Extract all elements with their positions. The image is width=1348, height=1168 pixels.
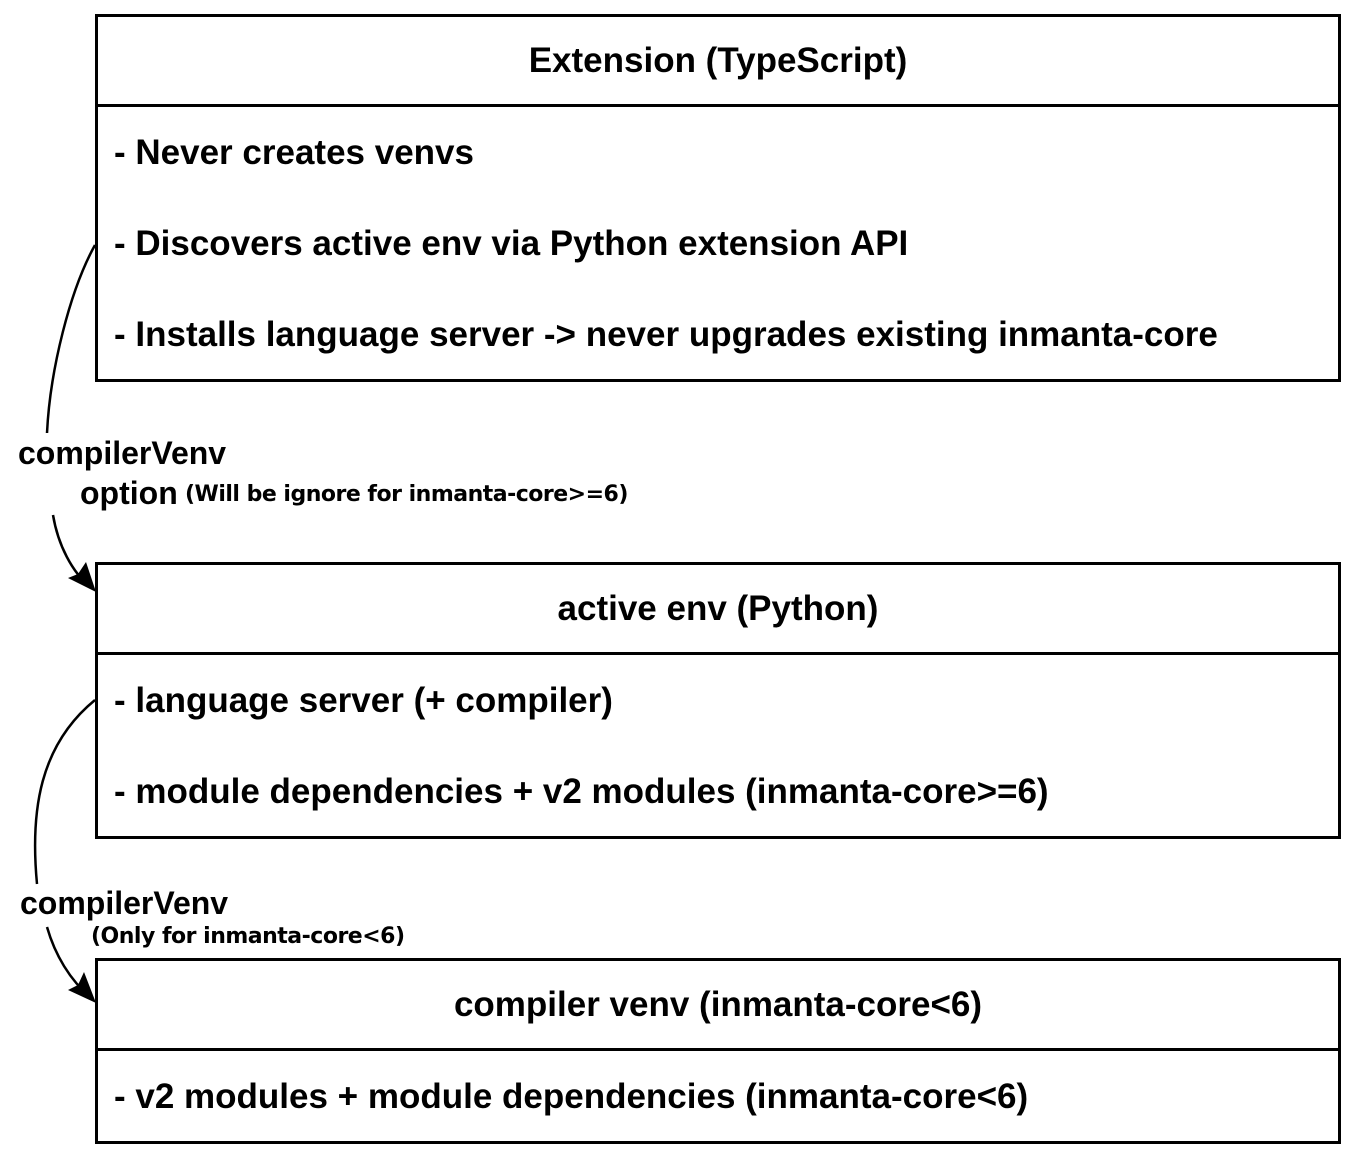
edge-2-note: (Only for inmanta-core<6)	[91, 924, 405, 949]
active-env-box: active env (Python) - language server (+…	[95, 562, 1341, 839]
edge-1-label-line1: compilerVenv	[18, 435, 227, 471]
edge-2-label-line1: compilerVenv	[20, 885, 229, 921]
extension-line-1: - Never creates venvs	[114, 133, 474, 172]
compiler-venv-box-body: - v2 modules + module dependencies (inma…	[98, 1051, 1338, 1142]
active-env-line-1: - language server (+ compiler)	[114, 681, 613, 720]
extension-box-title: Extension (TypeScript)	[98, 17, 1338, 107]
edge-1-label-line2: option	[80, 475, 178, 511]
compiler-venv-box: compiler venv (inmanta-core<6) - v2 modu…	[95, 958, 1341, 1144]
compiler-venv-line-1: - v2 modules + module dependencies (inma…	[114, 1077, 1029, 1116]
extension-line-3: - Installs language server -> never upgr…	[114, 315, 1218, 354]
extension-box: Extension (TypeScript) - Never creates v…	[95, 14, 1341, 382]
extension-line-2: - Discovers active env via Python extens…	[114, 224, 909, 263]
edge-extension-to-active-upper	[45, 244, 97, 434]
edge-1-note: (Will be ignore for inmanta-core>=6)	[185, 482, 628, 507]
active-env-box-title: active env (Python)	[98, 565, 1338, 655]
active-env-line-2: - module dependencies + v2 modules (inma…	[114, 772, 1049, 811]
extension-box-body: - Never creates venvs - Discovers active…	[98, 107, 1338, 380]
arrowhead-compiler-icon	[68, 972, 96, 1003]
active-env-box-body: - language server (+ compiler) - module …	[98, 655, 1338, 837]
arrowhead-active-icon	[68, 562, 96, 592]
edge-active-to-compiler-upper	[33, 699, 96, 885]
compiler-venv-box-title: compiler venv (inmanta-core<6)	[98, 961, 1338, 1051]
